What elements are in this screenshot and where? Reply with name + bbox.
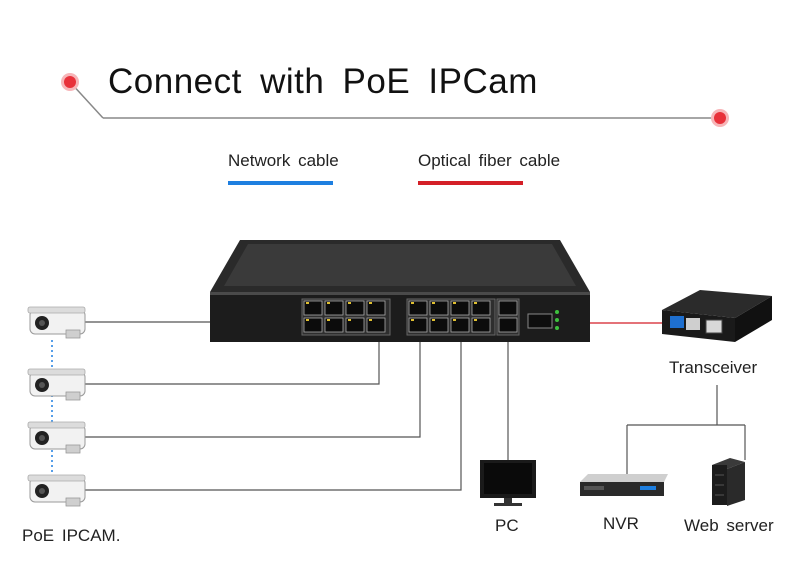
rj45-port bbox=[408, 300, 428, 316]
poe-switch bbox=[210, 240, 590, 342]
cable-ipcam-3 bbox=[85, 333, 421, 438]
rj45-port bbox=[366, 317, 386, 333]
header-dot-right bbox=[714, 112, 726, 124]
pc-label: PC bbox=[495, 516, 519, 535]
transceiver-device bbox=[662, 290, 772, 342]
rj45-port bbox=[324, 300, 344, 316]
rj45-port bbox=[450, 317, 470, 333]
port-led bbox=[306, 302, 309, 304]
pc-monitor bbox=[480, 460, 536, 506]
transceiver-label: Transceiver bbox=[669, 358, 758, 377]
port-led bbox=[348, 302, 351, 304]
port-led bbox=[432, 302, 435, 304]
nvr-device bbox=[580, 474, 668, 496]
ipcam-1 bbox=[27, 306, 86, 339]
rj45-port bbox=[471, 317, 491, 333]
ipcam-group bbox=[27, 306, 86, 507]
rj45-port bbox=[303, 317, 323, 333]
cable-ipcam-2 bbox=[85, 333, 380, 385]
port-led bbox=[327, 319, 330, 321]
ipcam-2 bbox=[27, 368, 86, 401]
port-led bbox=[411, 319, 414, 321]
uplink-port bbox=[498, 300, 518, 316]
uplink-port bbox=[498, 317, 518, 333]
port-led bbox=[453, 302, 456, 304]
connection-lines bbox=[85, 321, 746, 491]
cable-ipcam-4 bbox=[85, 333, 462, 491]
port-led bbox=[348, 319, 351, 321]
port-led bbox=[327, 302, 330, 304]
port-led bbox=[369, 319, 372, 321]
port-led bbox=[453, 319, 456, 321]
page-title: Connect with PoE IPCam bbox=[108, 62, 538, 101]
ipcam-4 bbox=[27, 474, 86, 507]
rj45-port bbox=[324, 317, 344, 333]
rj45-port bbox=[345, 317, 365, 333]
rj45-port bbox=[471, 300, 491, 316]
rj45-port bbox=[366, 300, 386, 316]
header-dot-left bbox=[64, 76, 76, 88]
legend-fiber-line bbox=[418, 181, 523, 185]
legend-network-label: Network cable bbox=[228, 151, 339, 170]
web-server-device bbox=[712, 458, 745, 506]
ipcam-3 bbox=[27, 421, 86, 454]
ipcam-label: PoE IPCAM. bbox=[22, 526, 121, 545]
rj45-port bbox=[303, 300, 323, 316]
switch-ports bbox=[303, 300, 518, 333]
legend-fiber-label: Optical fiber cable bbox=[418, 151, 561, 170]
rj45-port bbox=[429, 317, 449, 333]
rj45-port bbox=[408, 317, 428, 333]
port-led bbox=[474, 302, 477, 304]
rj45-port bbox=[429, 300, 449, 316]
port-led bbox=[432, 319, 435, 321]
rj45-port bbox=[345, 300, 365, 316]
web-server-label: Web server bbox=[684, 516, 774, 535]
rj45-port bbox=[450, 300, 470, 316]
nvr-label: NVR bbox=[603, 514, 639, 533]
port-led bbox=[474, 319, 477, 321]
port-led bbox=[369, 302, 372, 304]
legend-network-line bbox=[228, 181, 333, 185]
port-led bbox=[411, 302, 414, 304]
port-led bbox=[306, 319, 309, 321]
